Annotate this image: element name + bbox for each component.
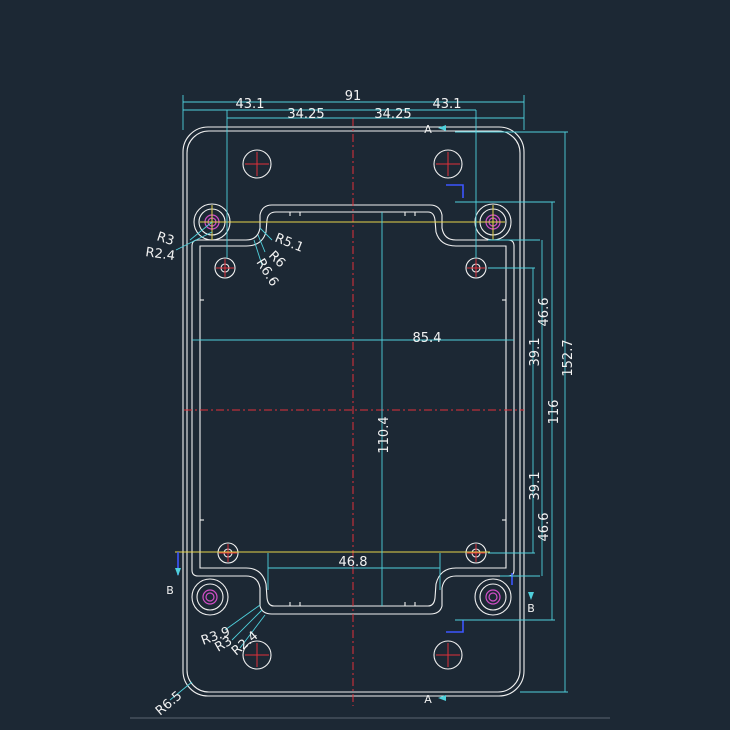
boss-bottom-right bbox=[474, 578, 512, 616]
boss-centerlines bbox=[175, 205, 505, 553]
radius-bottom-r2: R3 bbox=[213, 634, 235, 656]
extension-lines bbox=[182, 95, 568, 693]
radius-leaders bbox=[169, 221, 273, 701]
dim-right-hole-offset: 43.1 bbox=[433, 97, 462, 112]
dimension-lines bbox=[183, 101, 566, 692]
radius-top-left-outer: R3 bbox=[155, 230, 176, 250]
dim-right-half: 34.25 bbox=[374, 107, 411, 122]
dim-inner-width: 85.4 bbox=[413, 331, 442, 346]
dim-upper-half-outer: 46.6 bbox=[537, 298, 552, 327]
hole-crosshairs bbox=[216, 152, 485, 667]
dim-hole-pitch-vertical: 116 bbox=[547, 400, 562, 425]
section-arrows bbox=[175, 125, 534, 701]
dim-inner-height: 110.4 bbox=[377, 416, 392, 453]
dim-lower-half-outer: 46.6 bbox=[537, 513, 552, 542]
dim-bottom-opening: 46.8 bbox=[339, 555, 368, 570]
section-label-a-bottom: A bbox=[424, 693, 432, 706]
section-label-b-left: B bbox=[166, 584, 174, 597]
dim-overall-height: 152.7 bbox=[561, 339, 576, 376]
dim-upper-half-inner: 39.1 bbox=[528, 338, 543, 367]
radius-top-left-inner: R2.4 bbox=[144, 245, 176, 264]
radius-corner: R6.5 bbox=[153, 688, 185, 719]
dim-lower-half-inner: 39.1 bbox=[528, 472, 543, 501]
dim-overall-width: 91 bbox=[345, 89, 362, 104]
inner-cavity-outline bbox=[191, 204, 515, 615]
dim-left-hole-offset: 43.1 bbox=[236, 97, 265, 112]
section-label-b-right: B bbox=[527, 602, 535, 615]
radius-bottom-r3: R2.4 bbox=[229, 628, 261, 659]
dim-left-half: 34.25 bbox=[287, 107, 324, 122]
cavity-ticks bbox=[200, 212, 506, 606]
boss-bottom-left bbox=[191, 578, 229, 616]
section-label-a-top: A bbox=[424, 123, 432, 136]
